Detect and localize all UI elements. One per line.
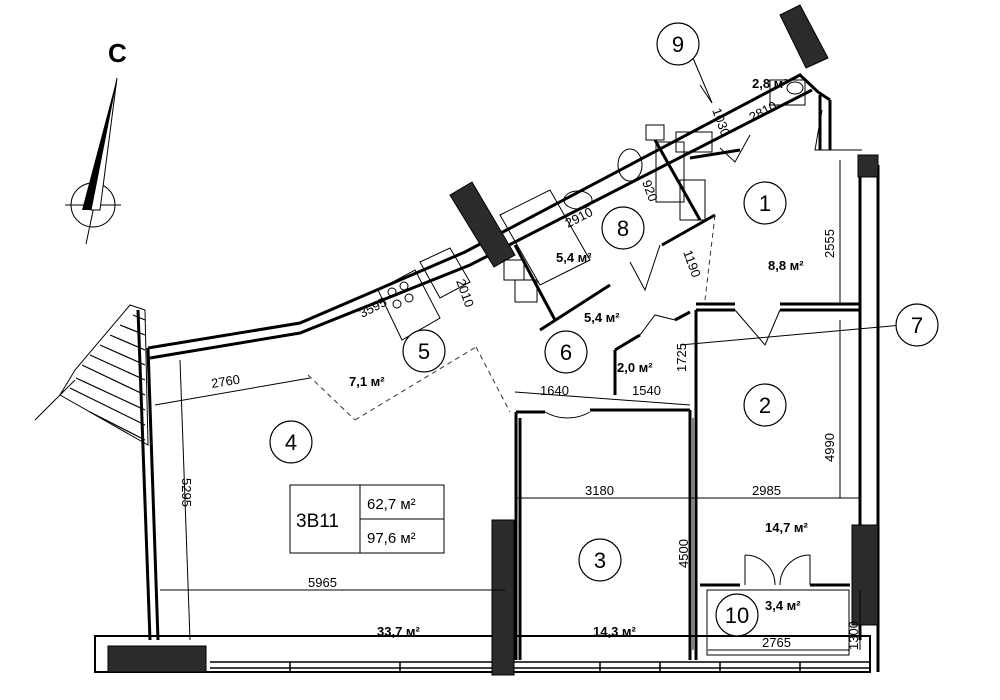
dim-5965: 5965	[308, 575, 337, 590]
dim-5295: 5295	[179, 478, 194, 507]
dim-3180: 3180	[585, 483, 614, 498]
dim-1300: 1300	[846, 621, 861, 650]
svg-text:5: 5	[418, 339, 430, 364]
total-area: 97,6 м²	[367, 530, 416, 547]
room-markers: 1 2 3 4 5 6 7 8	[269, 22, 939, 637]
room-8-marker: 8	[601, 206, 645, 250]
room-5-marker: 5	[402, 329, 446, 373]
windows	[289, 662, 801, 672]
svg-text:8: 8	[617, 216, 629, 241]
room-7-marker: 7	[895, 303, 939, 347]
living-area: 62,7 м²	[367, 496, 416, 513]
fixtures	[377, 79, 806, 341]
svg-text:1: 1	[759, 191, 771, 216]
dim-1190: 1190	[680, 248, 704, 279]
room-4-marker: 4	[269, 420, 313, 464]
svg-text:3: 3	[594, 548, 606, 573]
svg-text:6: 6	[560, 340, 572, 365]
balcony-hatch	[34, 304, 149, 446]
dimension-lines	[154, 84, 903, 651]
dim-2985: 2985	[752, 483, 781, 498]
svg-text:9: 9	[672, 32, 684, 57]
room-4-area: 33,7 м²	[377, 624, 421, 639]
room-1-marker: 1	[743, 181, 787, 225]
room-areas: 8,8 м² 14,7 м² 14,3 м² 33,7 м² 7,1 м² 5,…	[349, 76, 809, 639]
apartment-type: 3В11	[296, 511, 339, 532]
doors	[544, 109, 862, 586]
room-6-area: 5,4 м²	[584, 310, 620, 325]
room-9-marker: 9	[656, 22, 713, 104]
zone-lines	[307, 214, 716, 421]
dim-4500: 4500	[676, 539, 691, 568]
dim-1640: 1640	[540, 383, 569, 398]
dim-1725: 1725	[674, 343, 689, 372]
room-9-area: 2,8 м²	[752, 76, 788, 91]
svg-text:7: 7	[911, 313, 923, 338]
dim-4990: 4990	[822, 433, 837, 462]
room-6-marker: 6	[544, 330, 588, 374]
north-label: С	[108, 38, 127, 68]
room-2-area: 14,7 м²	[765, 520, 809, 535]
room-3-marker: 3	[578, 538, 622, 582]
dim-2010: 2010	[453, 277, 477, 309]
dim-1540: 1540	[632, 383, 661, 398]
dim-2555: 2555	[822, 229, 837, 258]
apartment-info-table: 3В11 62,7 м² 97,6 м²	[289, 484, 445, 554]
north-arrow: С	[65, 38, 127, 245]
room-1-area: 8,8 м²	[768, 258, 804, 273]
room-7-area: 2,0 м²	[617, 360, 653, 375]
room-3-area: 14,3 м²	[593, 624, 637, 639]
room-10-marker: 10	[715, 593, 759, 637]
interior-walls	[513, 139, 860, 660]
svg-text:4: 4	[285, 430, 297, 455]
dim-2765: 2765	[762, 635, 791, 650]
structural-columns	[107, 4, 879, 676]
room-8-area: 5,4 м²	[556, 250, 592, 265]
room-5-area: 7,1 м²	[349, 374, 385, 389]
svg-text:2: 2	[759, 393, 771, 418]
room-10-area: 3,4 м²	[765, 598, 801, 613]
svg-text:10: 10	[725, 603, 749, 628]
dim-2760: 2760	[210, 372, 241, 391]
dim-920: 920	[639, 178, 661, 204]
room-2-marker: 2	[743, 383, 787, 427]
outer-walls	[94, 73, 880, 673]
dim-2910: 2910	[563, 204, 596, 230]
